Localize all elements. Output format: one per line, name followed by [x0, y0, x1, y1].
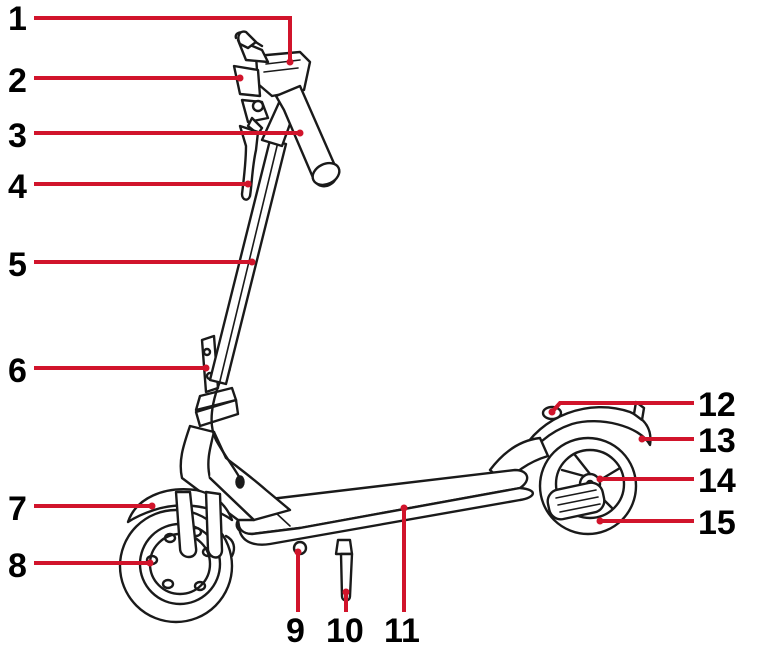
callout-label-4: 4 — [8, 168, 27, 206]
callouts: 1 2 3 4 5 6 7 — [8, 0, 736, 648]
deck — [235, 468, 534, 546]
callout-label-1: 1 — [8, 0, 27, 38]
rear-light — [632, 400, 646, 422]
callout-label-15: 15 — [698, 504, 736, 542]
front-wheel — [118, 508, 234, 624]
callout-label-7: 7 — [8, 490, 27, 528]
callout-label-14: 14 — [698, 462, 736, 500]
callout-2: 2 — [8, 62, 244, 100]
callout-label-8: 8 — [8, 547, 27, 585]
callout-3: 3 — [8, 117, 304, 155]
callout-5: 5 — [8, 246, 256, 284]
callout-15: 15 — [596, 504, 736, 542]
callout-14: 14 — [596, 462, 736, 500]
callout-label-11: 11 — [384, 612, 420, 648]
callout-label-6: 6 — [8, 352, 27, 390]
callout-6: 6 — [8, 352, 210, 390]
callout-label-9: 9 — [286, 612, 305, 648]
callout-9: 9 — [286, 548, 305, 648]
callout-4: 4 — [8, 168, 252, 206]
front-fork — [174, 490, 198, 559]
callout-12: 12 — [548, 386, 736, 424]
callout-1: 1 — [8, 0, 294, 66]
handlebar-assembly — [232, 30, 341, 201]
callout-11: 11 — [384, 504, 420, 648]
rear-motor-cover — [546, 481, 606, 521]
callout-label-10: 10 — [326, 612, 364, 648]
callout-13: 13 — [638, 422, 736, 460]
brake-cable — [210, 358, 244, 484]
callout-10: 10 — [326, 588, 364, 648]
callout-label-5: 5 — [8, 246, 27, 284]
callout-label-3: 3 — [8, 117, 27, 155]
callout-label-2: 2 — [8, 62, 27, 100]
callout-label-12: 12 — [698, 386, 736, 424]
scooter-illustration — [118, 30, 652, 624]
callout-8: 8 — [8, 547, 154, 585]
callout-7: 7 — [8, 490, 156, 528]
rear-fender — [518, 405, 652, 464]
callout-label-13: 13 — [698, 422, 736, 460]
